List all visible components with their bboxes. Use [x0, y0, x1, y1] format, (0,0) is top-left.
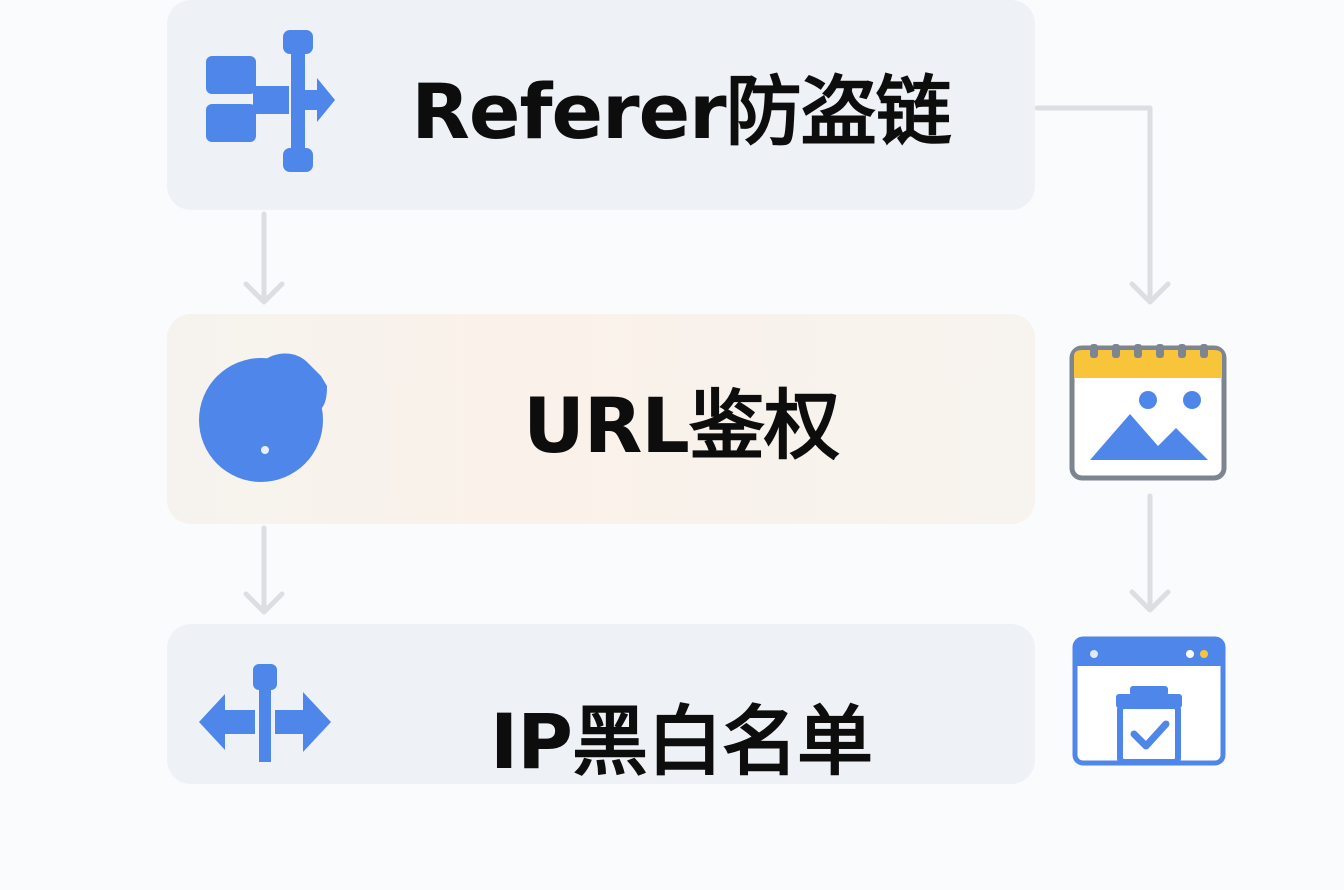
arrow-card2-to-card3 — [243, 525, 285, 615]
step-label: Referer防盗链 — [411, 67, 951, 156]
step-card-ip-list: IP黑白名单 — [167, 624, 1035, 786]
browser-check-icon — [1072, 636, 1226, 766]
step-label: IP黑白名单 — [490, 697, 873, 786]
arrow-card1-to-image-icon — [1034, 105, 1171, 305]
step-label: URL鉴权 — [523, 381, 840, 470]
connector-arrows — [243, 105, 1171, 615]
arrow-card1-to-card2 — [243, 211, 285, 305]
split-arrow-icon — [199, 664, 331, 762]
branch-arrow-icon — [206, 30, 335, 172]
blob-icon — [199, 353, 327, 482]
arrow-image-icon-to-browser-icon — [1129, 493, 1171, 613]
step-card-url-auth: URL鉴权 — [167, 314, 1035, 524]
step-card-referer: Referer防盗链 — [167, 0, 1035, 210]
image-calendar-icon — [1069, 344, 1227, 481]
